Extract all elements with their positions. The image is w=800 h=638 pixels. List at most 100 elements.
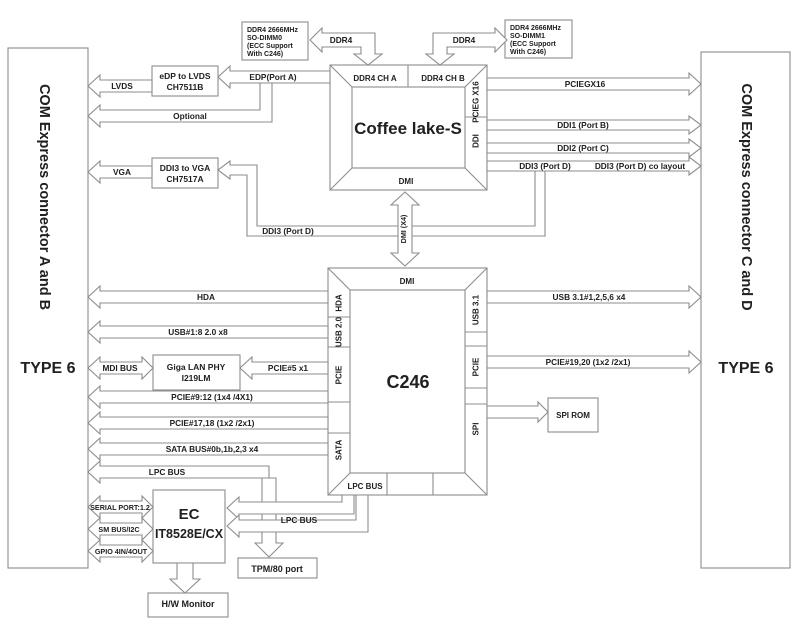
tpm-label: TPM/80 port bbox=[251, 564, 303, 574]
edp-arrow bbox=[217, 64, 331, 90]
label-mdi: MDI BUS bbox=[102, 363, 137, 373]
dimm1-line3: (ECC Support bbox=[510, 41, 557, 48]
usb20-arrow bbox=[87, 319, 329, 345]
lan-phy-line1: Giga LAN PHY bbox=[167, 362, 226, 372]
dmi-x4-arrow bbox=[389, 191, 421, 267]
label-lpc-left: LPC BUS bbox=[149, 467, 186, 477]
com-express-connector-ab bbox=[7, 47, 89, 569]
serial-arrow bbox=[87, 494, 154, 520]
label-usb31: USB 3.1#1,2,5,6 x4 bbox=[553, 292, 626, 302]
cpu-port-ddr4-cha: DDR4 CH A bbox=[353, 74, 396, 83]
pch-title: C246 bbox=[386, 372, 429, 392]
label-pcie5: PCIE#5 x1 bbox=[268, 363, 309, 373]
ddi1-arrow bbox=[486, 114, 702, 136]
pch-port-usb20: USB 2.0 bbox=[335, 316, 344, 347]
connector-ab-box bbox=[7, 47, 89, 569]
pch-port-spi: SPI bbox=[472, 423, 481, 436]
label-ddr4-right: DDR4 bbox=[453, 35, 476, 45]
label-smbus: SM BUS/I2C bbox=[98, 525, 139, 534]
dimm0-line4: With C246) bbox=[247, 51, 283, 58]
edp-bridge-line2: CH7511B bbox=[167, 82, 204, 92]
pch-port-hda: HDA bbox=[335, 294, 344, 312]
label-hda: HDA bbox=[197, 292, 215, 302]
pcie912-arrow bbox=[87, 384, 329, 410]
connector-cd-box bbox=[700, 51, 791, 569]
label-vga: VGA bbox=[113, 167, 131, 177]
ec-line1: EC bbox=[179, 506, 200, 523]
vga-arrow bbox=[87, 159, 153, 185]
connector-ab-type: TYPE 6 bbox=[20, 360, 75, 377]
spi-rom-arrow bbox=[486, 400, 549, 424]
pcie1718-arrow bbox=[87, 410, 329, 436]
pch-port-lpc: LPC BUS bbox=[347, 482, 383, 491]
ddi2-arrow bbox=[486, 137, 702, 159]
cpu-port-ddr4-chb: DDR4 CH B bbox=[421, 74, 465, 83]
pch-port-sata: SATA bbox=[335, 439, 344, 460]
pcie5-arrow bbox=[239, 355, 329, 381]
spi-rom-label: SPI ROM bbox=[556, 411, 590, 420]
lvds-arrow bbox=[87, 73, 153, 99]
dimm1-line2: SO-DIMM1 bbox=[510, 33, 545, 40]
dimm0-line2: SO-DIMM0 bbox=[247, 35, 282, 42]
vga-bridge-line1: DDI3 to VGA bbox=[160, 163, 211, 173]
ddi3-loop-arrow bbox=[217, 159, 546, 237]
labels: COM Express connector A and B TYPE 6 COM… bbox=[20, 25, 773, 609]
dimm0-line1: DDR4 2666MHz bbox=[247, 27, 298, 34]
dimm0-box bbox=[241, 21, 309, 61]
pch-port-pcie-right: PCIE bbox=[472, 357, 481, 376]
dimm1-box bbox=[504, 19, 573, 59]
lpc-ec-upper-arrow bbox=[226, 494, 355, 521]
ec-line2: IT8528E/CX bbox=[155, 527, 224, 541]
label-ddi3-colayout: DDI3 (Port D) co layout bbox=[595, 161, 686, 171]
tpm-box bbox=[237, 557, 318, 579]
connector-cd-type: TYPE 6 bbox=[718, 360, 773, 377]
label-lvds: LVDS bbox=[111, 81, 133, 91]
dimm1-line4: With C246) bbox=[510, 49, 546, 56]
hw-monitor-label: H/W Monitor bbox=[162, 599, 215, 609]
label-ddi3-out: DDI3 (Port D) bbox=[519, 161, 571, 171]
label-ddr4-left: DDR4 bbox=[330, 35, 353, 45]
pch-port-dmi: DMI bbox=[400, 277, 415, 286]
tpm-drop-arrow bbox=[253, 477, 285, 558]
pch-block bbox=[327, 267, 488, 496]
label-edp: EDP(Port A) bbox=[249, 72, 296, 82]
vga-bridge-line2: CH7517A bbox=[166, 174, 203, 184]
ec-box bbox=[152, 489, 226, 564]
connector-ab-title: COM Express connector A and B bbox=[36, 84, 52, 310]
label-ddi3-loop: DDI3 (Port D) bbox=[262, 226, 314, 236]
edp-lvds-bridge-box bbox=[151, 65, 219, 97]
lpc-ec-lower-arrow bbox=[226, 494, 369, 539]
gpio-arrow bbox=[87, 538, 154, 564]
label-pcie1718: PCIE#17,18 (1x2 /2x1) bbox=[170, 418, 255, 428]
cpu-port-dmi: DMI bbox=[399, 177, 414, 186]
edp-bridge-line1: eDP to LVDS bbox=[159, 71, 210, 81]
spi-rom-box bbox=[547, 397, 599, 433]
sata-arrow bbox=[87, 436, 329, 462]
label-optional: Optional bbox=[173, 111, 207, 121]
lpc-left-arrow bbox=[87, 459, 270, 485]
label-ddi1: DDI1 (Port B) bbox=[557, 120, 609, 130]
usb31-arrow bbox=[486, 284, 702, 310]
dimm1-line1: DDR4 2666MHz bbox=[510, 25, 561, 32]
label-pciegx16: PCIEGX16 bbox=[565, 79, 606, 89]
cpu-title: Coffee lake-S bbox=[354, 119, 462, 138]
label-dmi-x4: DMI (X4) bbox=[399, 214, 408, 243]
ddi3-vga-bridge-box bbox=[151, 157, 219, 189]
ddr4-left-arrow bbox=[309, 26, 384, 66]
ddi3-out-arrow bbox=[486, 155, 702, 177]
pcie1920-arrow bbox=[486, 349, 702, 375]
label-pcie912: PCIE#9:12 (1x4 /4X1) bbox=[171, 392, 253, 402]
com-express-connector-cd bbox=[700, 51, 791, 569]
dimm0-line3: (ECC Support bbox=[247, 43, 294, 50]
pch-port-usb31: USB 3.1 bbox=[472, 294, 481, 325]
ddr4-right-arrow bbox=[424, 26, 508, 66]
lan-phy-box bbox=[152, 354, 241, 391]
mdi-arrow bbox=[87, 355, 154, 381]
label-ddi2: DDI2 (Port C) bbox=[557, 143, 609, 153]
pch-port-pcie-left: PCIE bbox=[335, 365, 344, 384]
label-sata: SATA BUS#0b,1b,2,3 x4 bbox=[166, 444, 259, 454]
connector-cd-title: COM Express connector C and D bbox=[738, 83, 754, 310]
hw-monitor-box bbox=[147, 592, 229, 618]
optional-arrow bbox=[87, 82, 273, 129]
